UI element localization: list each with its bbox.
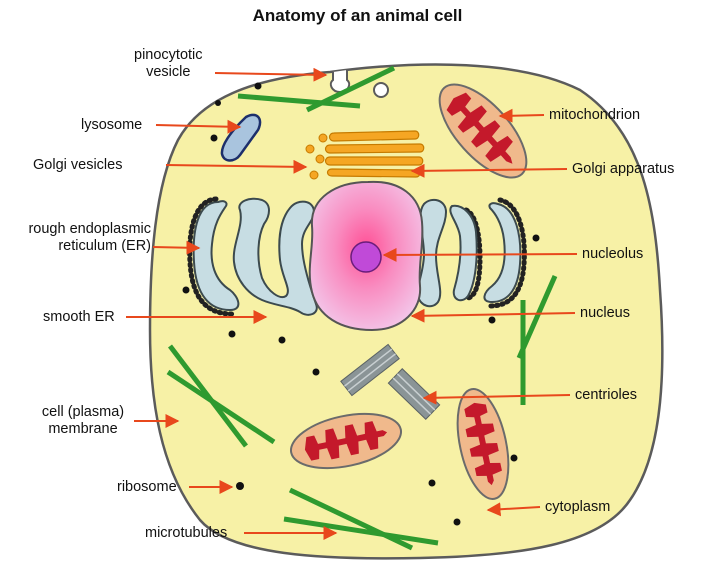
label-microtubules: microtubules xyxy=(145,525,228,541)
rough-er-left xyxy=(187,196,240,317)
label-cytoplasm: cytoplasm xyxy=(545,499,611,515)
label-pinocytotic-line2: vesicle xyxy=(146,64,191,80)
label-mitochondrion: mitochondrion xyxy=(549,107,641,123)
label-pinocytotic-vesicle: pinocytotic vesicle xyxy=(134,47,203,81)
rough-er-right xyxy=(463,197,527,309)
label-centrioles: centrioles xyxy=(575,387,638,403)
label-golgi-apparatus: Golgi apparatus xyxy=(572,161,675,177)
label-arrows xyxy=(126,67,578,540)
label-smooth-er: smooth ER xyxy=(43,309,115,325)
label-pinocytotic-line1: pinocytotic xyxy=(134,47,203,63)
diagram-title: Anatomy of an animal cell xyxy=(252,6,463,25)
label-rough-er-line2: reticulum (ER) xyxy=(58,238,151,254)
mitochondrion-top xyxy=(438,83,528,179)
mitochondrion-bottom xyxy=(289,412,403,470)
mitochondrion-right xyxy=(456,388,510,500)
ribosomes xyxy=(182,82,540,526)
smooth-er-left xyxy=(232,197,318,316)
label-lysosome: lysosome xyxy=(81,117,143,133)
lysosome xyxy=(220,113,262,162)
label-nucleolus: nucleolus xyxy=(582,246,644,262)
microtubules xyxy=(166,65,558,551)
label-membrane-line2: membrane xyxy=(48,421,118,437)
label-cell-membrane: cell (plasma) membrane xyxy=(33,404,133,438)
label-membrane-line1: cell (plasma) xyxy=(41,404,125,420)
label-golgi-vesicles: Golgi vesicles xyxy=(33,157,123,173)
nucleolus xyxy=(350,241,382,273)
label-nucleus: nucleus xyxy=(580,305,630,321)
label-rough-er-line1: rough endoplasmic xyxy=(28,221,151,237)
pinocytotic-vesicle xyxy=(373,82,389,98)
golgi-apparatus xyxy=(324,130,425,178)
golgi-vesicles xyxy=(305,133,328,180)
label-ribosome: ribosome xyxy=(117,479,177,495)
label-rough-er: rough endoplasmic reticulum (ER) xyxy=(6,221,151,255)
